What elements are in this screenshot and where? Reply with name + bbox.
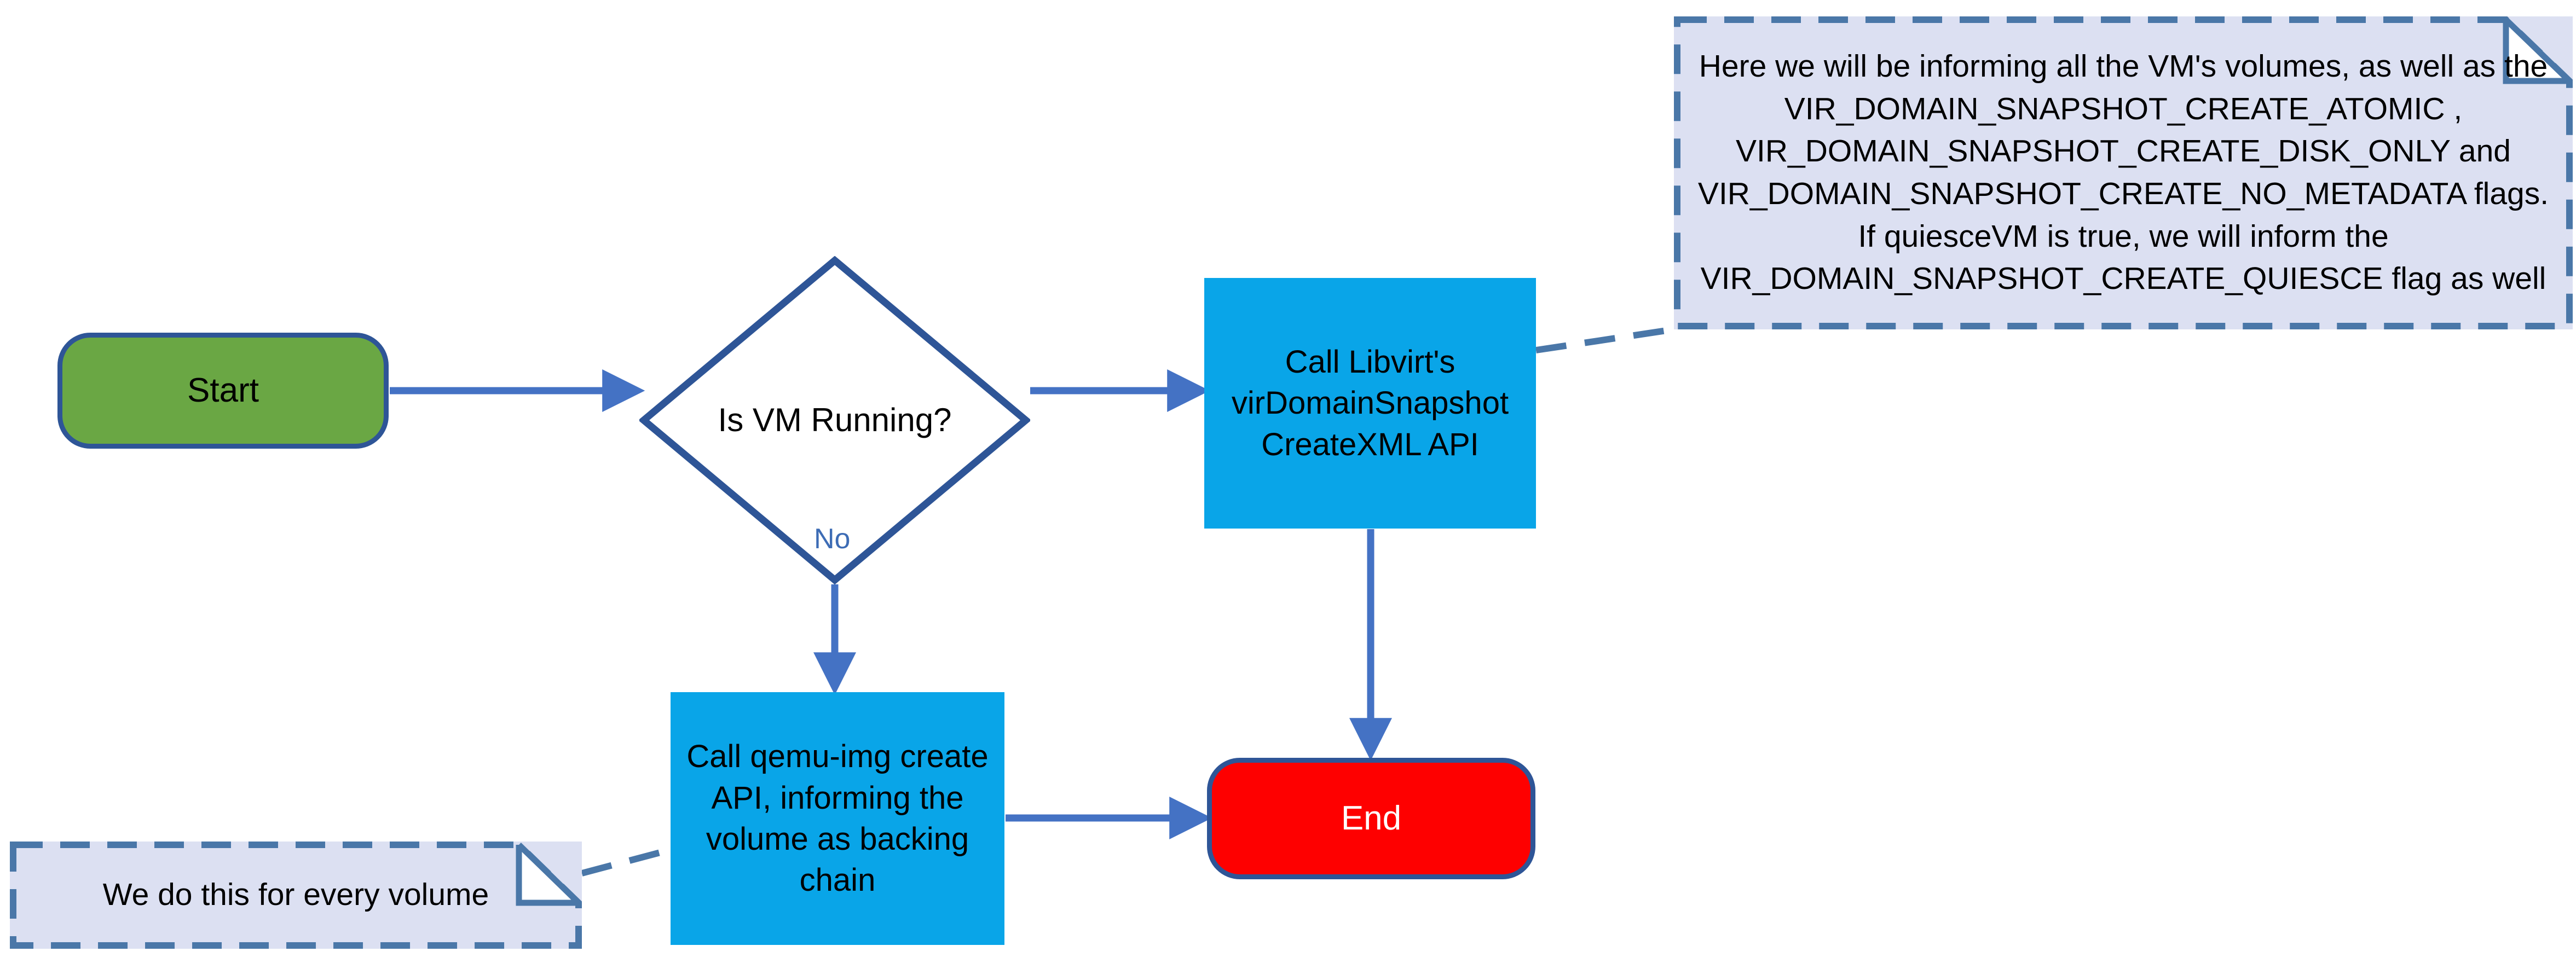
node-start-label: Start: [187, 371, 259, 409]
node-call-qemu-img-create-api[interactable]: Call qemu-img create API, informing the …: [671, 692, 1004, 945]
edge-label-no: No: [814, 523, 851, 555]
node-decision-is-vm-running[interactable]: Is VM Running?: [639, 256, 1030, 584]
callout-bottom-text: We do this for every volume: [102, 877, 489, 913]
diamond-shape-icon: [639, 256, 1030, 584]
leader-libvirt-to-top-callout: [1535, 326, 1674, 353]
callout-top-text: Here we will be informing all the VM's v…: [1697, 49, 2549, 297]
node-end-label: End: [1341, 799, 1402, 837]
callout-every-volume: We do this for every volume: [10, 842, 582, 949]
callout-folded-corner-icon: [1674, 16, 2573, 329]
node-call-libvirt-snapshot-api[interactable]: Call Libvirt's virDomainSnapshot CreateX…: [1204, 278, 1536, 529]
node-decision-label: Is VM Running?: [718, 402, 952, 438]
node-libvirt-label: Call Libvirt's virDomainSnapshot CreateX…: [1231, 344, 1509, 462]
node-qemu-label: Call qemu-img create API, informing the …: [686, 739, 989, 898]
node-start[interactable]: Start: [57, 333, 389, 449]
leader-bottom-callout-to-qemu: [581, 846, 672, 877]
callout-folded-corner-icon: [10, 842, 582, 949]
node-end[interactable]: End: [1207, 758, 1535, 879]
callout-libvirt-flags: Here we will be informing all the VM's v…: [1674, 16, 2573, 329]
